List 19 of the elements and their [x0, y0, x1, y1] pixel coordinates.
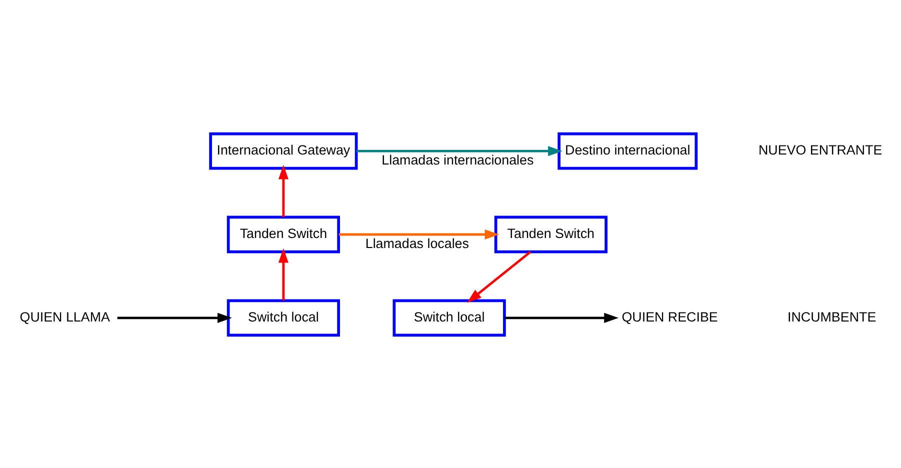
node-box: Tanden Switch — [494, 215, 608, 253]
arrow — [278, 248, 288, 300]
node-text: QUIEN RECIBE — [622, 308, 718, 324]
arrow — [356, 146, 562, 156]
arrow — [278, 164, 288, 217]
node-text: QUIEN LLAMA — [20, 308, 110, 324]
arrow — [467, 250, 532, 302]
arrow — [504, 312, 619, 322]
arrow — [117, 312, 232, 322]
label: NUEVO ENTRANTE — [758, 142, 882, 158]
edge-label: Llamadas internacionales — [382, 152, 534, 168]
node-box: Switch local — [392, 298, 506, 336]
node-box: Destino internacional — [558, 132, 698, 170]
node-box: Switch local — [226, 298, 340, 336]
label: INCUMBENTE — [788, 308, 876, 324]
node-box: Internacional Gateway — [209, 132, 358, 170]
arrow — [338, 228, 500, 240]
node-box: Tanden Switch — [226, 215, 340, 253]
edge-label: Llamadas locales — [365, 236, 469, 251]
